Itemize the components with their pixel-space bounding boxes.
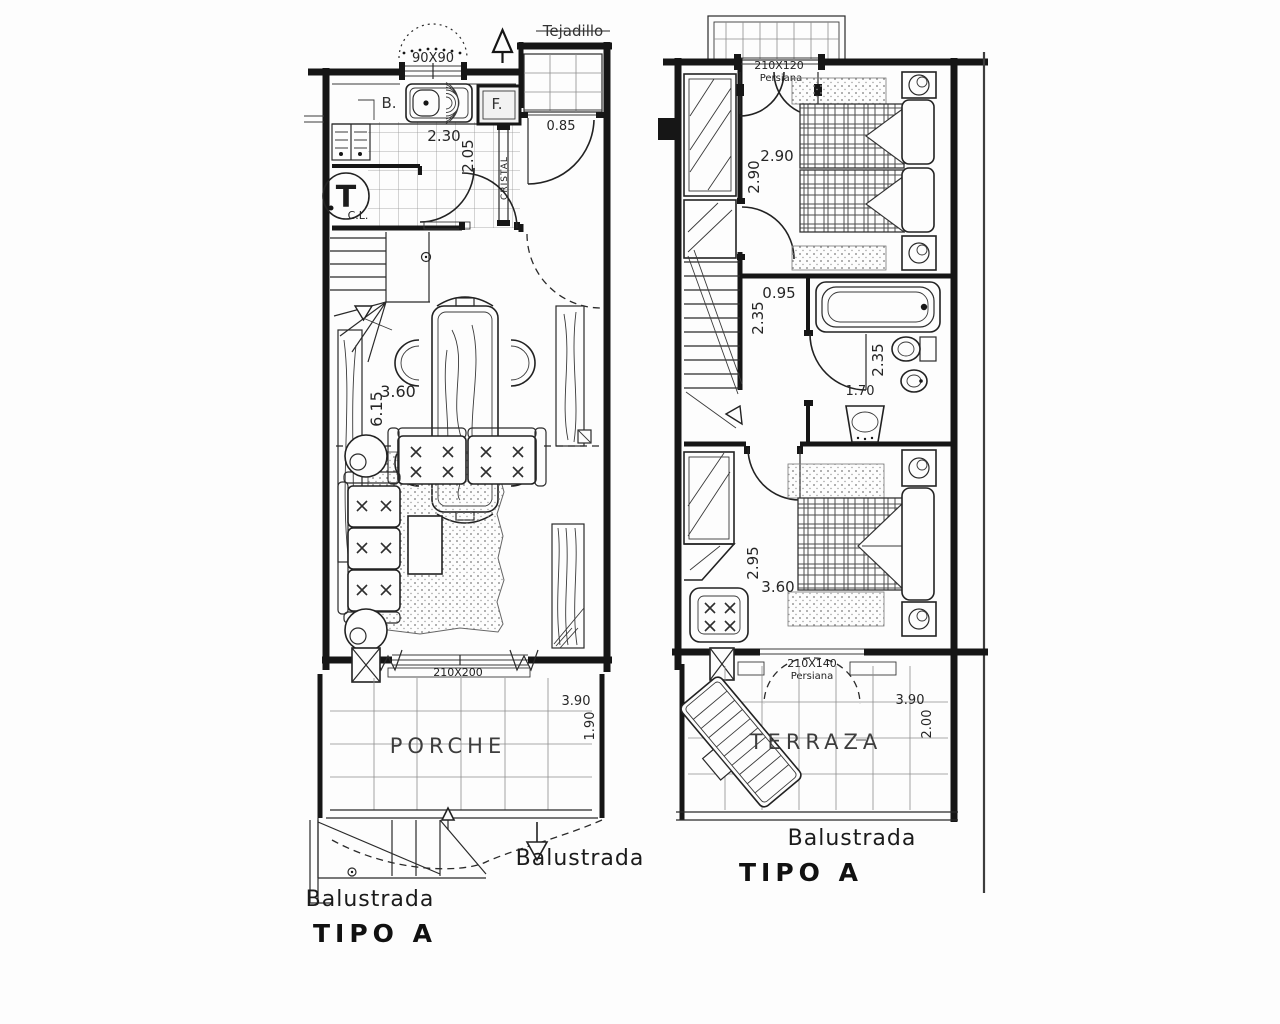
bedroom1-window-label: 210X120 [754,59,804,72]
nightstand-lamp [901,235,937,271]
double-bed [787,449,937,637]
fridge [476,84,522,126]
floorboard-strip-right [555,305,585,447]
closet-label: C.L. [348,209,369,222]
appliances [331,123,371,161]
dim-entry-width: 0.85 [547,119,576,134]
curtain [551,523,585,649]
bedroom2-window [709,647,897,705]
bedroom1-door [737,198,795,260]
bathtub [815,281,941,333]
exterior-steps [309,818,603,904]
terrace-label: TERRAZA [749,730,883,754]
bedroom1 [791,71,937,271]
bench-label: B. [381,94,396,112]
dim-landing-depth: 2.35 [749,301,767,334]
dim-kitchen-width: 2.30 [427,127,460,145]
bathroom [804,281,941,443]
staircase-up [684,249,743,429]
dim-landing-width: 0.95 [762,284,795,302]
cristal-label: CRISTAL [500,156,510,200]
wardrobe-bedroom2 [683,451,736,581]
dim-bedroom2-depth: 2.95 [744,546,762,579]
entry-tejadillo [523,53,603,116]
cristal-glass-panel [497,124,510,226]
dim-living-width: 3.60 [380,382,416,401]
sun-lounger [680,676,802,808]
dim-bedroom1-width: 2.90 [760,147,793,165]
porch [317,674,605,819]
dim-bath-depth: 2.35 [869,343,887,376]
wardrobe-middle [683,199,737,259]
dim-bedroom2-width: 3.60 [761,578,794,596]
side-table-lamp-top [344,434,388,478]
nightstand-lamp [901,71,937,99]
closet-door [419,167,475,230]
awning-arc [398,23,468,59]
porch-entry-arrow-icon [440,806,456,830]
kitchen-floor-tiles [368,122,520,228]
tejadillo-label: Tejadillo [542,22,603,40]
dim-living-depth: 6.15 [367,391,386,427]
persiana-top-label: Persiana [760,73,803,84]
entry-door [520,112,604,185]
toilet [891,336,937,362]
first-floor-title: TIPO A [739,858,863,887]
dim-kitchen-depth: 2.05 [459,139,477,172]
first-floor-plan: 210X120 Persiana 2.90 2.90 [658,15,988,893]
dim-terrace-depth: 2.00 [920,710,935,739]
fridge-label: F. [492,95,503,113]
bathroom-door [804,330,867,406]
staircase-down [330,232,432,363]
dim-porch-depth: 1.90 [583,712,598,741]
dim-bedroom1-depth: 2.90 [745,160,763,193]
ground-floor-title: TIPO A [313,919,437,948]
dim-bath-width: 1.70 [846,384,875,399]
wardrobe-top [683,73,737,197]
kitchen-window [399,62,467,80]
persiana-bottom-label: Persiana [791,671,834,682]
steps-down-arrow-icon [525,822,549,862]
side-table-lamp-bottom [344,608,388,652]
nightstand-lamp [901,601,937,637]
balustrade-front-label: Balustrada [306,887,435,912]
terrace [676,666,958,821]
sofa [337,427,547,624]
water-heater [322,172,370,220]
north-arrow-icon [491,27,514,63]
living-window-label: 210X200 [433,666,483,679]
heater-label: T [336,180,357,215]
armchair [689,587,749,643]
bidet [900,369,928,393]
balcony [707,15,846,61]
living-window [351,647,539,683]
nightstand-lamp [901,449,937,487]
socket-symbol [577,429,592,444]
kitchen-door [459,172,520,230]
entry-inner-swing [526,233,602,309]
kitchen-sink [405,82,473,124]
bedroom2-window-label: 210X140 [787,657,837,670]
dim-terrace-width: 3.90 [896,693,925,708]
porch-label: PORCHE [390,734,506,758]
kitchen-window-label: 90X90 [412,51,454,66]
balustrade-label: Balustrada [788,826,917,851]
coffee-table [407,515,443,575]
washbasin [845,405,885,443]
balustrade-side-label: Balustrada [516,846,645,871]
ground-floor-plan: 90X90 Tejadillo 0.85 CRISTAL B. F. [304,22,645,948]
ground-floor-walls [304,42,612,672]
dim-porch-width: 3.90 [562,694,591,709]
